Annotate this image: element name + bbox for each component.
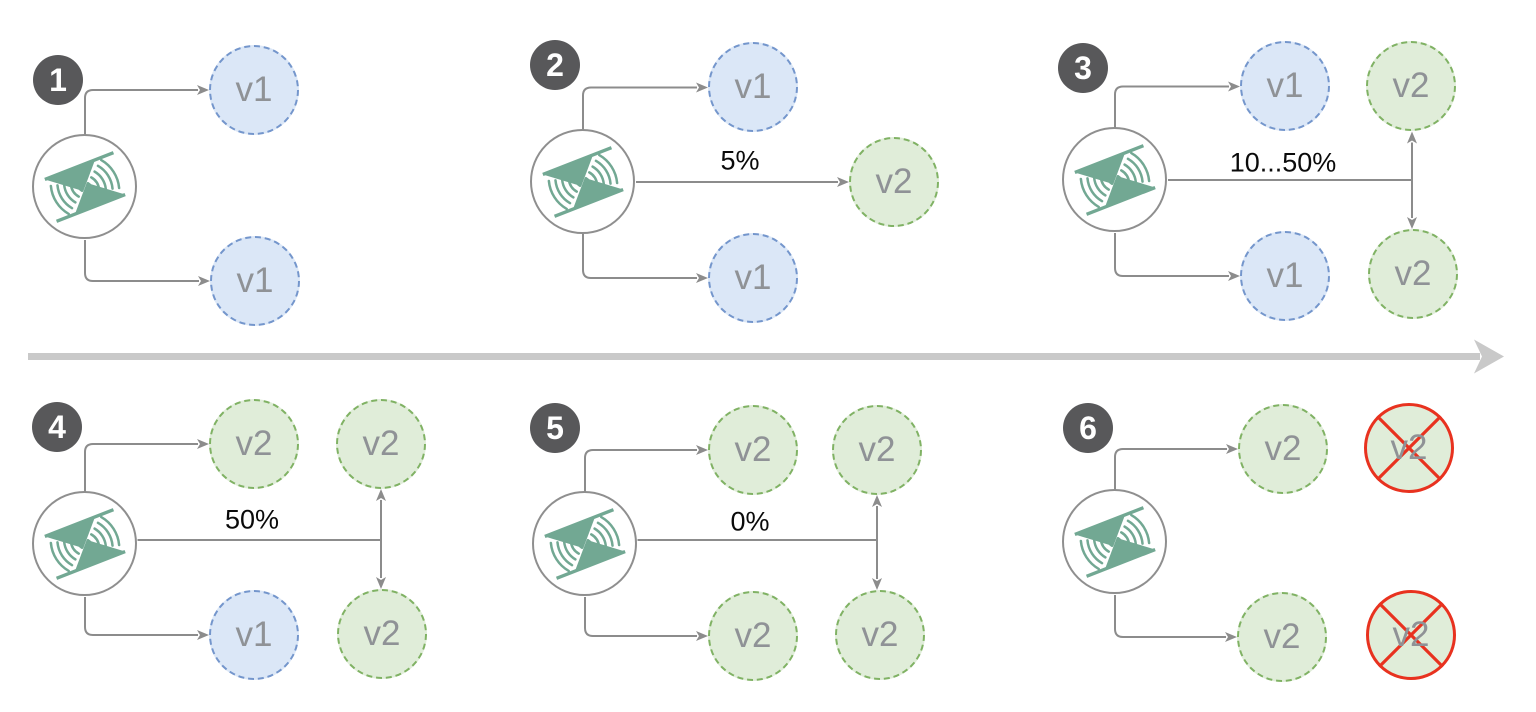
arrow-p4-primary-top (84, 439, 209, 492)
arrow-p5-primary-bottom (584, 597, 708, 641)
arrow-p2-primary-top (582, 82, 708, 130)
arrow-p4-primary-bottom (84, 597, 209, 640)
timeline-right-arrow-icon (28, 339, 1504, 374)
arrow-p3-primary-bottom (1114, 233, 1240, 281)
arrow-p6-primary-top (1114, 444, 1238, 490)
arrow-p6-primary-bottom (1114, 595, 1237, 642)
arrow-p5-primary-top (584, 445, 708, 492)
arrow-p1-primary-bottom (84, 240, 210, 286)
arrow-p2-primary-bottom (582, 234, 708, 283)
arrow-p1-primary-top (84, 85, 209, 135)
arrow-p3-primary-top (1114, 81, 1240, 128)
